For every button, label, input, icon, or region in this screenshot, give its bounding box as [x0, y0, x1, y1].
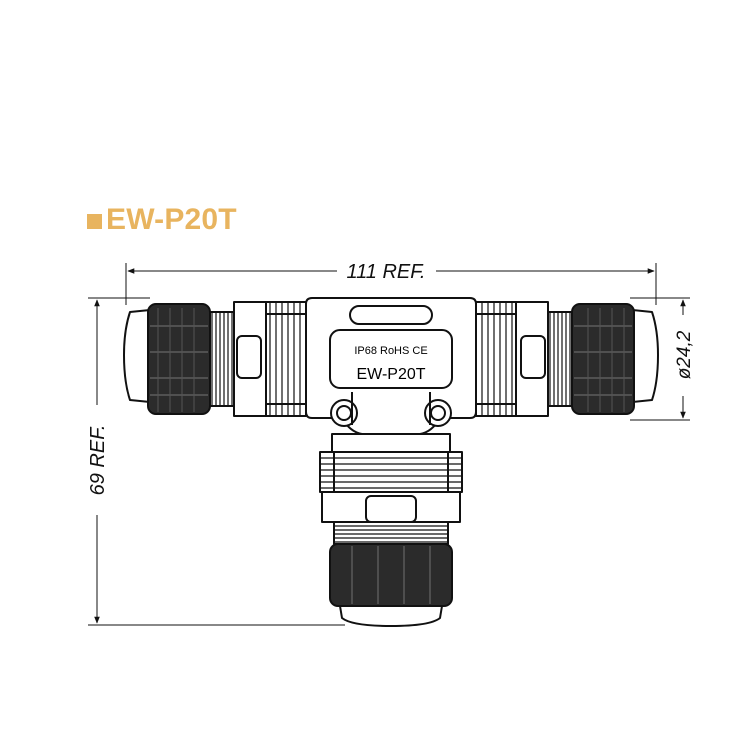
- marking-line-1: IP68 RoHS CE: [354, 345, 427, 357]
- diameter-dimension: ø24,2: [630, 297, 695, 421]
- diameter-dimension-label: ø24,2: [674, 330, 695, 379]
- height-dimension-label: 69 REF.: [87, 425, 109, 496]
- product-title-text: EW-P20T: [106, 203, 237, 236]
- marking-line-2: EW-P20T: [356, 366, 425, 383]
- t-body: [305, 297, 477, 435]
- right-cable-gland: [475, 301, 659, 417]
- width-dimension-label: 111 REF.: [347, 261, 426, 283]
- product-title: EW-P20T: [87, 200, 237, 240]
- bottom-cable-gland: [319, 433, 463, 627]
- title-bullet-icon: [87, 213, 102, 229]
- height-dimension: 69 REF.: [87, 297, 345, 626]
- label-plate: [329, 329, 453, 389]
- left-cable-gland: [123, 301, 307, 417]
